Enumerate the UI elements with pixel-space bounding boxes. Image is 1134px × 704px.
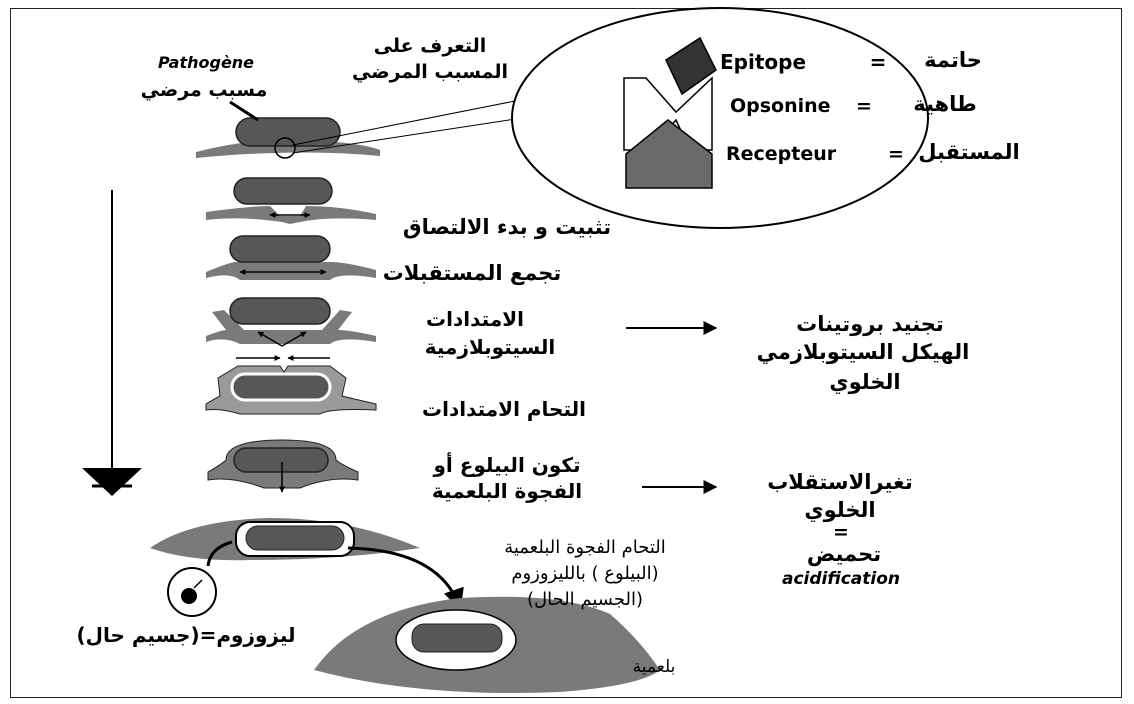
- effect-cytoskeleton-2: الهيكل السيتوبلازمي: [756, 340, 970, 364]
- curved-arrow: [347, 546, 464, 610]
- cell-membrane-4: [206, 310, 376, 344]
- zoom-line-1: [292, 99, 521, 146]
- step-phagosome-label-2: الفجوة البلعمية: [431, 479, 583, 503]
- pathogen-1: [235, 117, 341, 147]
- legend-opsonine: Opsonine: [730, 95, 831, 117]
- cell-membrane-2: [206, 206, 376, 224]
- step-aggregation-label: تجمع المستقبلات: [382, 261, 562, 285]
- effect-cytoskeleton-1: تجنيد بروتينات: [796, 312, 944, 336]
- lysosome-tail: [206, 540, 233, 567]
- phagocyte-label: بلعمية: [632, 657, 676, 677]
- bomb-fuse: [193, 579, 203, 589]
- zoom-line-2: [292, 117, 523, 154]
- epitope-icon: [665, 36, 717, 96]
- pathogen-pointer: [229, 100, 259, 122]
- legend-opsonine-ar: طاهية: [913, 92, 977, 116]
- zoom-ellipse: [511, 7, 929, 229]
- contact-circle: [274, 137, 296, 159]
- legend-epitope: Epitope: [720, 50, 807, 74]
- effect-metabolism-4: acidification: [781, 569, 901, 589]
- effect-metabolism-3: تحميض: [806, 542, 882, 566]
- lysosome-bomb-icon: [181, 588, 197, 604]
- legend-epitope-eq: =: [869, 50, 887, 74]
- legend-opsonine-eq: =: [856, 95, 872, 117]
- recognition-label-2: المسبب المرضي: [352, 61, 508, 83]
- ext-arrow-right: [281, 331, 307, 347]
- effect-metabolism-2: الخلوي: [804, 498, 876, 522]
- ext-arrow-left: [257, 331, 283, 347]
- recognition-label-1: التعرف على: [373, 35, 487, 57]
- legend-recepteur-eq: =: [888, 143, 904, 165]
- effect-cytoskeleton-3: الخلوي: [829, 370, 901, 394]
- figure-frame: [10, 8, 1122, 698]
- step-lysofusion-label-1: التحام الفجوة البلعمية: [504, 537, 666, 558]
- pathogen-4: [229, 297, 331, 325]
- pathogen-5: [230, 372, 332, 402]
- step-fixation-label: تثبيت و بدء الالتصاق: [402, 215, 612, 239]
- step-extensions-label-2: السيتوبلازمية: [424, 335, 556, 359]
- legend-recepteur: Recepteur: [726, 143, 837, 165]
- pathogen-6: [233, 447, 329, 473]
- pathogen-8: [411, 623, 503, 653]
- lysosome-label: ليزوزوم=(جسيم حال): [76, 623, 296, 647]
- pathogen-3: [229, 235, 331, 263]
- step-fusion-label: التحام الامتدادات: [422, 397, 586, 421]
- effect-metabolism-1: تغيرالاستقلاب: [767, 470, 913, 494]
- step-extensions-label-1: الامتدادات: [426, 307, 524, 331]
- pathogen-arabic-label: مسبب مرضي: [140, 79, 268, 101]
- pathogen-7: [245, 525, 345, 551]
- pathogen-2: [233, 177, 333, 205]
- pathogen-latin-label: Pathogène: [157, 53, 255, 72]
- step-lysofusion-label-3: (الجسيم الحال): [526, 589, 643, 610]
- step-phagosome-label-1: تكون البيلوع أو: [433, 453, 581, 477]
- legend-epitope-ar: حاتمة: [924, 48, 982, 72]
- step-lysofusion-label-2: (البيلوع ) بالليزوزوم: [511, 563, 659, 584]
- cell-membrane-3: [206, 262, 376, 280]
- legend-recepteur-ar: المستقبل: [918, 140, 1020, 164]
- effect-metabolism-eq: =: [833, 521, 849, 543]
- time-axis-head: [82, 468, 142, 496]
- recepteur-icon: [625, 119, 713, 189]
